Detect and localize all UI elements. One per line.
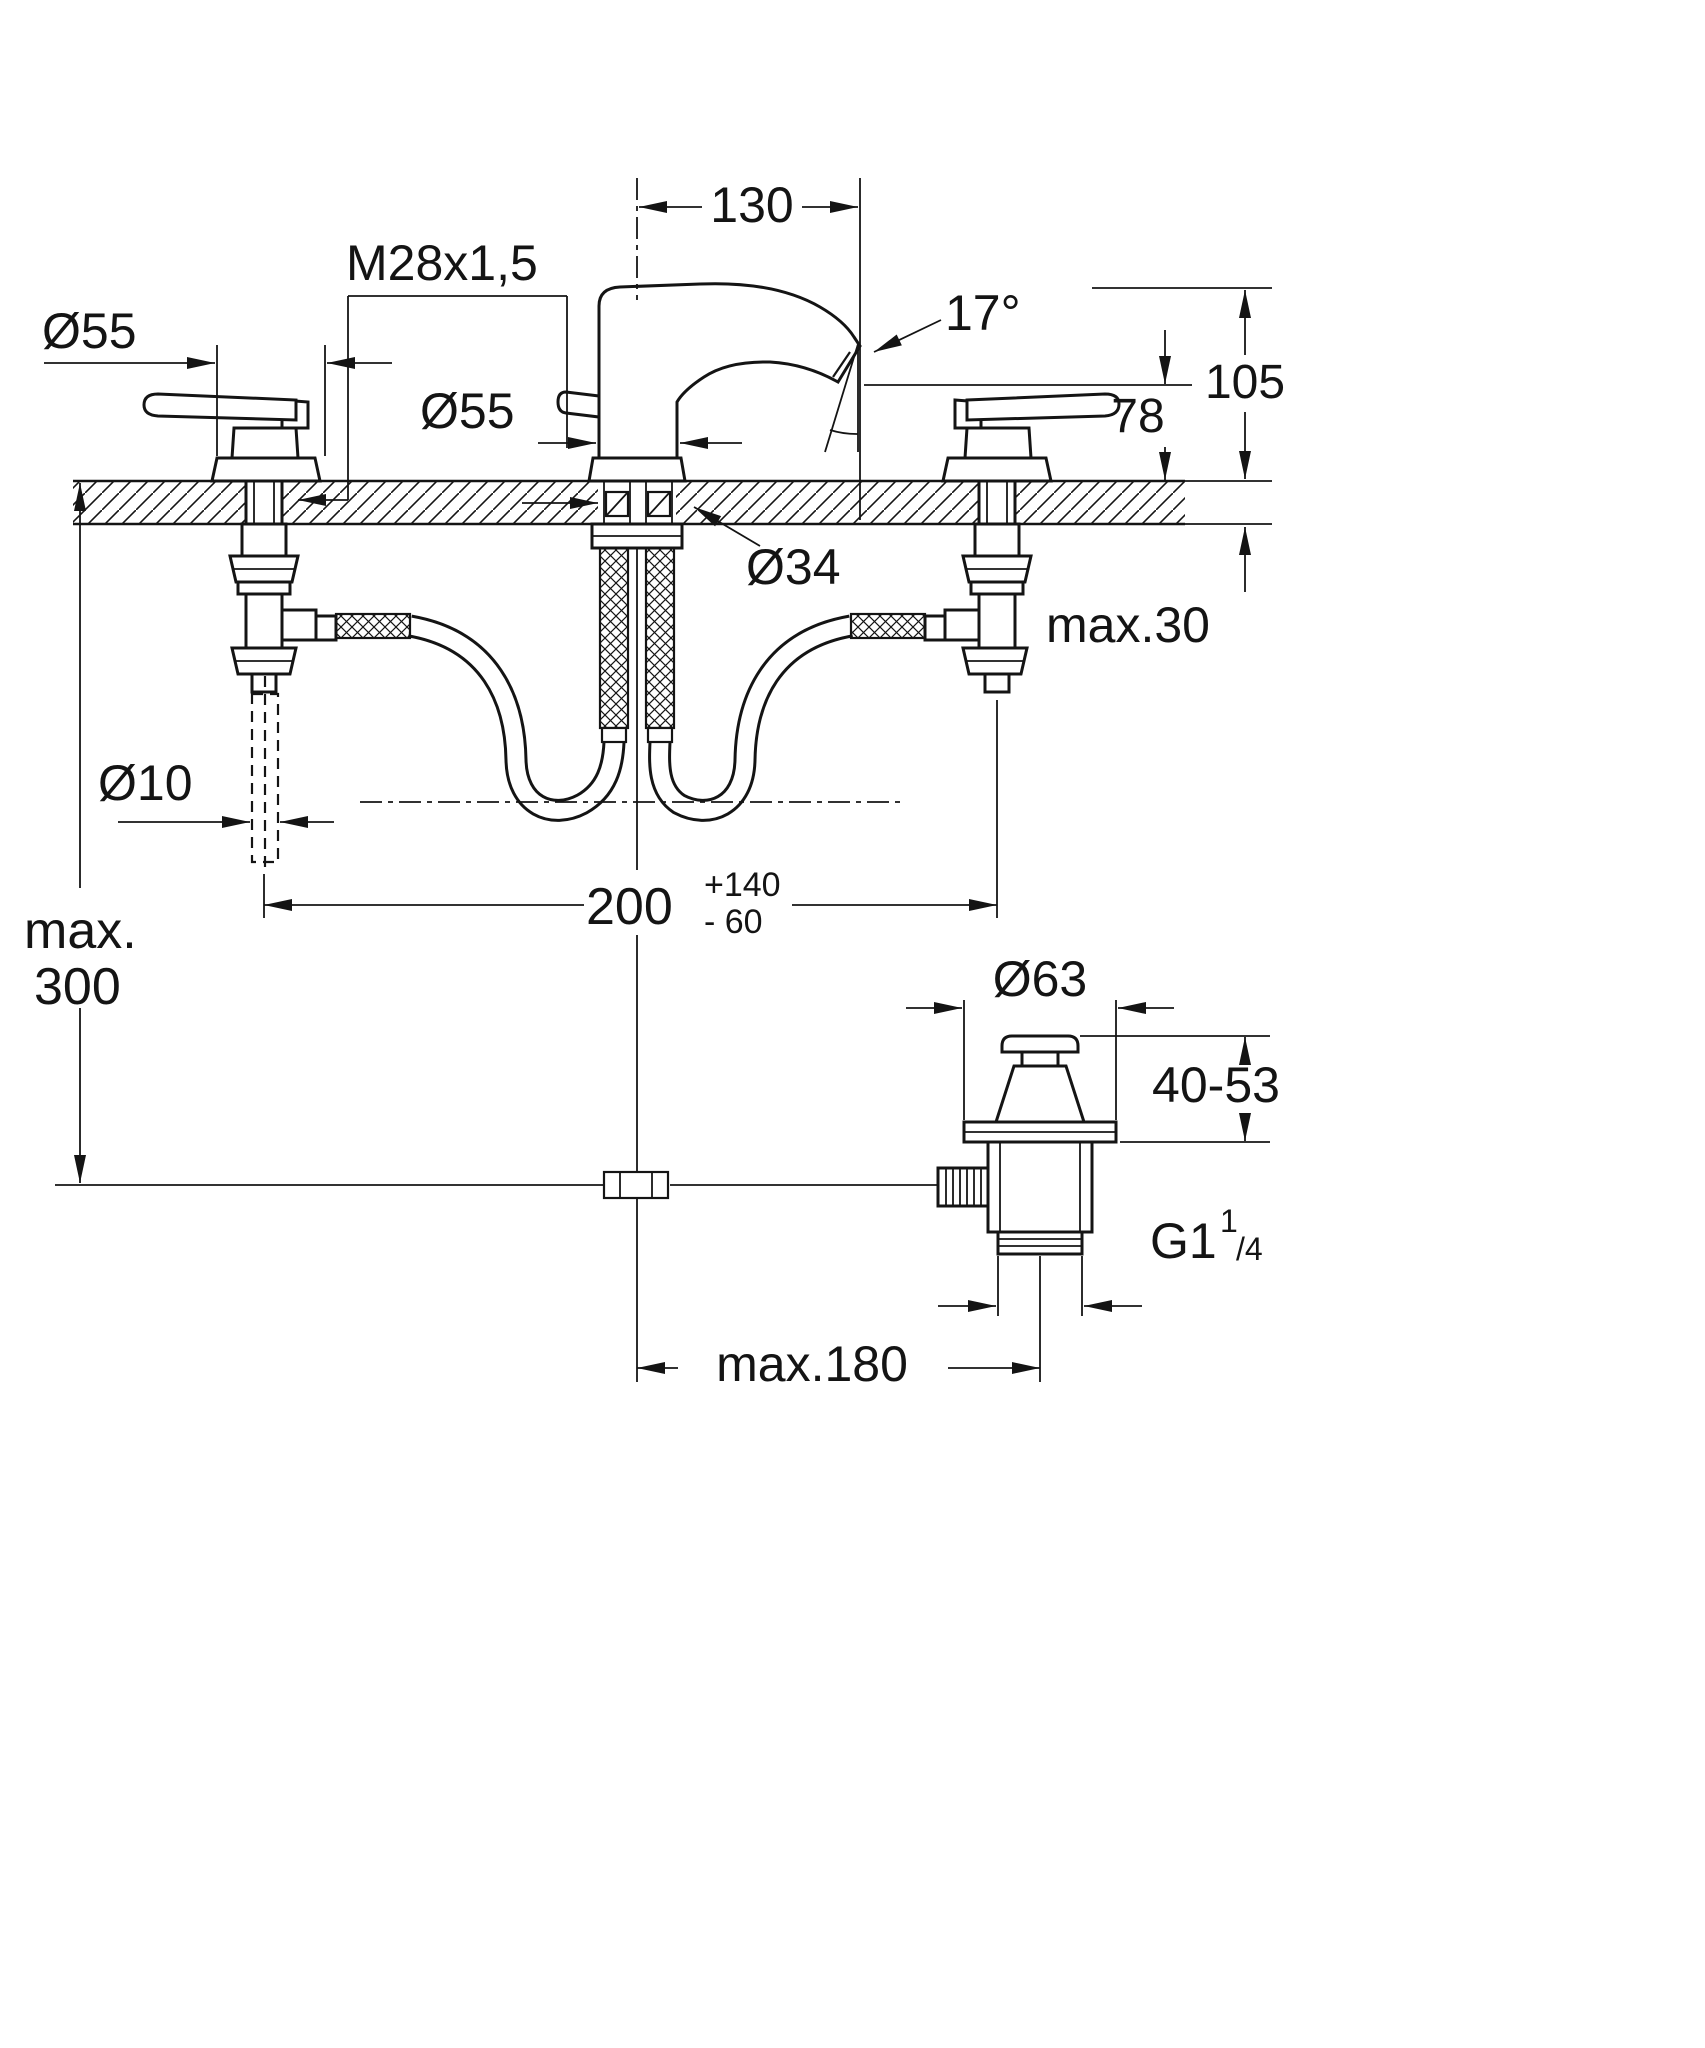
left-braided-hose-end (334, 612, 412, 640)
waste-thread-label: G1 (1150, 1213, 1217, 1269)
left-lever (142, 392, 298, 422)
waste-funnel (993, 1064, 1087, 1124)
left-handle (142, 392, 322, 483)
dimension-thread: M28x1,5 (298, 235, 568, 506)
max-depth-label-line1: max. (24, 902, 137, 960)
dimension-rod-diameter: Ø10 (98, 755, 334, 828)
center-distance-minus-label: - 60 (704, 903, 763, 941)
thread-label: M28x1,5 (346, 235, 538, 291)
waste-thread-tail (996, 1230, 1084, 1256)
dimension-max-depth: max. 300 (24, 483, 137, 1183)
max-depth-label-line2: 300 (34, 958, 121, 1016)
dimension-body-diameter: Ø55 (420, 383, 742, 449)
waste-flange-label: Ø63 (993, 951, 1088, 1007)
dimension-handle-diameter: Ø55 (42, 303, 392, 456)
dimension-deck-thickness: max.30 (1046, 527, 1251, 653)
waste-thread-sub-label: /4 (1236, 1231, 1263, 1267)
left-valve-assembly (228, 479, 412, 874)
spout-side-tab (556, 390, 601, 419)
center-mounting-shank (590, 482, 684, 744)
pull-rod-and-reference (55, 178, 938, 1382)
dimension-waste-thread: G1 1 /4 (938, 1203, 1263, 1316)
pull-rod-tee (602, 1170, 670, 1200)
rod-diameter-label: Ø10 (98, 755, 193, 811)
deck-hatch-segment (1015, 482, 1185, 523)
dimension-hole-diameter: Ø34 (522, 497, 841, 595)
dimension-130-label: 130 (710, 177, 793, 233)
deck-max-label: max.30 (1046, 597, 1210, 653)
center-distance-label: 200 (586, 878, 673, 936)
waste-plug-cap (1000, 1034, 1080, 1054)
spout-escutcheon (587, 456, 687, 483)
left-valve-outlet (280, 608, 318, 642)
right-valve-assembly (849, 479, 1033, 694)
height-78-label: 78 (1111, 390, 1164, 443)
hole-diameter-label: Ø34 (746, 539, 841, 595)
left-escutcheon (210, 456, 322, 483)
deck-hatch-segment (73, 482, 246, 523)
waste-thread-sup-label: 1 (1220, 1203, 1238, 1239)
spout-body (597, 282, 862, 460)
body-diameter-label: Ø55 (420, 383, 515, 439)
dimension-center-distance: 200 +140 - 60 (263, 700, 998, 941)
right-lever (965, 392, 1121, 422)
dimension-spout-angle: 17° (824, 285, 1021, 453)
pop-up-waste (936, 1034, 1118, 1256)
flexible-hoses (407, 614, 854, 822)
center-hose-column (598, 546, 630, 730)
right-braided-hose-end (849, 612, 927, 640)
center-hose-column (644, 546, 676, 730)
right-escutcheon (941, 456, 1053, 483)
center-spout (556, 282, 862, 483)
aerator-line (832, 351, 851, 378)
dimension-waste-deck-range: 40-53 (1080, 1035, 1280, 1143)
spout-angle-label: 17° (945, 285, 1021, 341)
dimension-heights: 105 78 (864, 287, 1285, 480)
dimension-waste-offset: max.180 (637, 1256, 1041, 1392)
waste-offset-label: max.180 (716, 1336, 908, 1392)
handle-diameter-label: Ø55 (42, 303, 137, 359)
center-distance-plus-label: +140 (704, 866, 781, 904)
deck-hatch-segment (676, 482, 979, 523)
dimension-waste-flange: Ø63 (906, 951, 1174, 1120)
waste-deck-range-label: 40-53 (1152, 1057, 1280, 1113)
dimension-spout-reach: 130 (639, 177, 861, 520)
waste-body (986, 1140, 1094, 1234)
height-105-label: 105 (1205, 356, 1285, 409)
right-handle (941, 392, 1121, 483)
right-valve-outlet (943, 608, 981, 642)
